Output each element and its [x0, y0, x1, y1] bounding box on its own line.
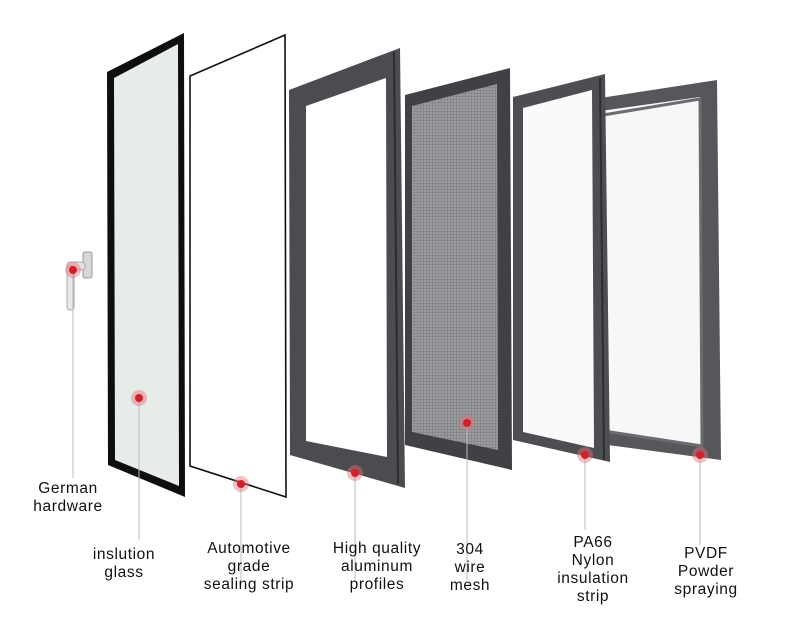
- hotspot-dot-pvdf: [692, 447, 708, 463]
- label-line: 304: [456, 541, 484, 558]
- label-line: spraying: [674, 581, 738, 598]
- label-line: Powder: [677, 563, 735, 580]
- label-line: aluminum: [340, 558, 413, 575]
- label-sealing-strip: Automotive grade sealing strip: [204, 540, 295, 594]
- label-line: glass: [104, 564, 144, 581]
- label-line: hardware: [33, 498, 103, 515]
- label-line: sealing strip: [203, 576, 295, 593]
- nylon-frame: [513, 74, 610, 462]
- label-insulation-glass: inslution glass: [93, 546, 155, 582]
- hotspot-dot-glass: [131, 390, 147, 406]
- label-line: inslution: [92, 546, 156, 563]
- handle-hardware: [66, 251, 93, 311]
- label-line: High quality: [332, 540, 422, 557]
- hotspot-dot-mesh: [459, 415, 475, 431]
- sealing-strip: [189, 33, 287, 499]
- aluminum-profile-frame: [289, 48, 405, 488]
- wire-mesh-panel: [405, 68, 512, 470]
- label-aluminum-profiles: High quality aluminum profiles: [333, 540, 421, 594]
- label-line: Nylon: [571, 552, 615, 569]
- label-wire-mesh: 304 wire mesh: [450, 541, 490, 595]
- hotspot-dot-sealing: [233, 476, 249, 492]
- label-line: insulation: [557, 570, 629, 587]
- label-nylon-strip: PA66 Nylon insulation strip: [557, 534, 629, 606]
- leader-lines: [72, 270, 701, 580]
- label-line: Automotive: [207, 540, 291, 557]
- insulation-glass: [107, 33, 185, 497]
- label-line: PVDF: [684, 545, 728, 562]
- hotspot-dot-profiles: [347, 465, 363, 481]
- hotspot-dot-nylon: [577, 447, 593, 463]
- hotspot-dot-hardware: [65, 262, 81, 278]
- hotspot-dots: [65, 262, 708, 492]
- label-line: wire: [454, 559, 486, 576]
- label-line: mesh: [449, 577, 491, 594]
- label-line: profiles: [349, 576, 405, 593]
- label-line: PA66: [573, 534, 613, 551]
- label-line: strip: [576, 588, 610, 605]
- label-german-hardware: German hardware: [33, 480, 102, 516]
- label-pvdf-powder: PVDF Powder spraying: [674, 545, 737, 599]
- label-line: grade: [227, 558, 271, 575]
- label-line: German: [38, 480, 98, 497]
